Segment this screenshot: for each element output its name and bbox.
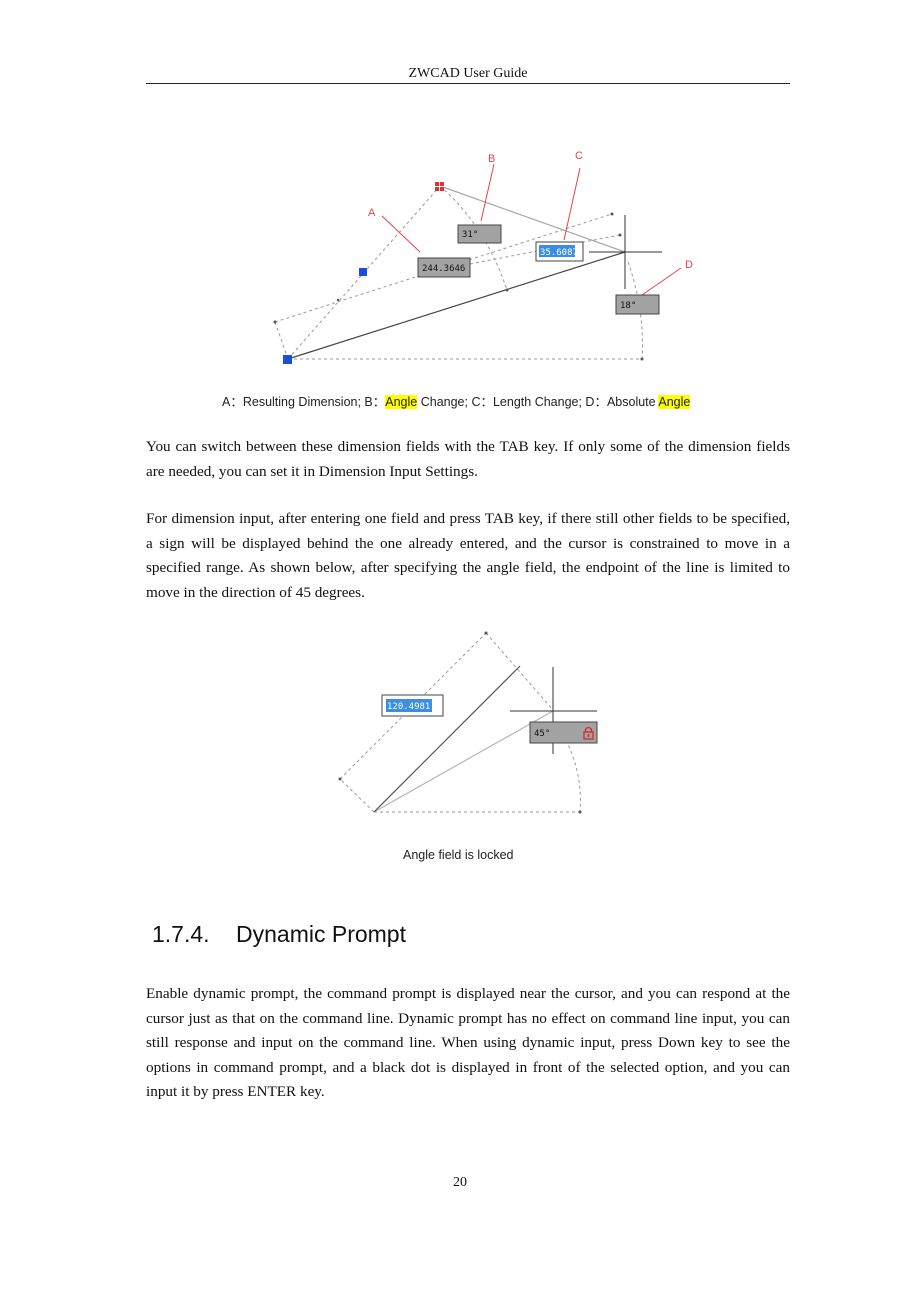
- section-title: Dynamic Prompt: [236, 921, 406, 947]
- figure1-caption: A：Resulting Dimension; B：Angle Change; C…: [222, 391, 691, 410]
- field-angle-change-value: 31°: [462, 230, 478, 240]
- lock-icon: [583, 726, 594, 740]
- caption-highlight-2: Angle: [658, 395, 691, 409]
- label-c: C: [575, 150, 583, 162]
- section-number: 1.7.4.: [152, 921, 210, 947]
- paragraph-dimension-input: For dimension input, after entering one …: [146, 510, 790, 601]
- page-header: ZWCAD User Guide: [408, 66, 528, 81]
- grip-points: [283, 182, 444, 364]
- paragraph-dynamic-prompt: Enable dynamic prompt, the command promp…: [146, 985, 790, 1100]
- label-b: B: [488, 153, 495, 165]
- caption-part2: Change; C：Length Change; D：Absolute: [417, 395, 659, 409]
- caption-part1: A：Resulting Dimension; B：: [222, 395, 386, 409]
- annotation-leaders: [381, 163, 682, 296]
- grip-blue-end: [283, 355, 292, 364]
- field-absolute-angle: [615, 294, 660, 315]
- dimension-fields: 244.3646 31° 35.6087 18°: [417, 224, 660, 315]
- section-heading: 1.7.4. Dynamic Prompt: [152, 921, 406, 948]
- label-a: A: [368, 207, 376, 219]
- field-length-change-value: 35.6087: [540, 248, 578, 258]
- field-absolute-angle-value: 18°: [620, 301, 636, 311]
- crosshair-cursor-icon: [589, 215, 662, 289]
- field-resulting-dimension-value: 244.3646: [422, 264, 465, 274]
- field-angle-value: 45°: [534, 729, 550, 739]
- grip-blue-mid: [359, 268, 367, 276]
- figure1-tick-marks: [273, 212, 644, 361]
- label-d: D: [685, 259, 693, 271]
- field-length-selection: [386, 699, 432, 712]
- annotation-letters: A B C D: [368, 150, 693, 271]
- field-length-change-selection: [539, 245, 575, 257]
- field-resulting-dimension: [417, 257, 471, 278]
- caption-highlight-1: Angle: [385, 395, 418, 409]
- paragraph-tab-switch: You can switch between these dimension f…: [146, 438, 790, 480]
- figure2-caption: Angle field is locked: [403, 848, 514, 862]
- field-length-value: 120.4981: [387, 702, 430, 712]
- header-rule: [146, 83, 790, 84]
- field-angle-change: [457, 224, 502, 244]
- field-angle-locked: [529, 721, 598, 744]
- page-number: 20: [453, 1175, 467, 1190]
